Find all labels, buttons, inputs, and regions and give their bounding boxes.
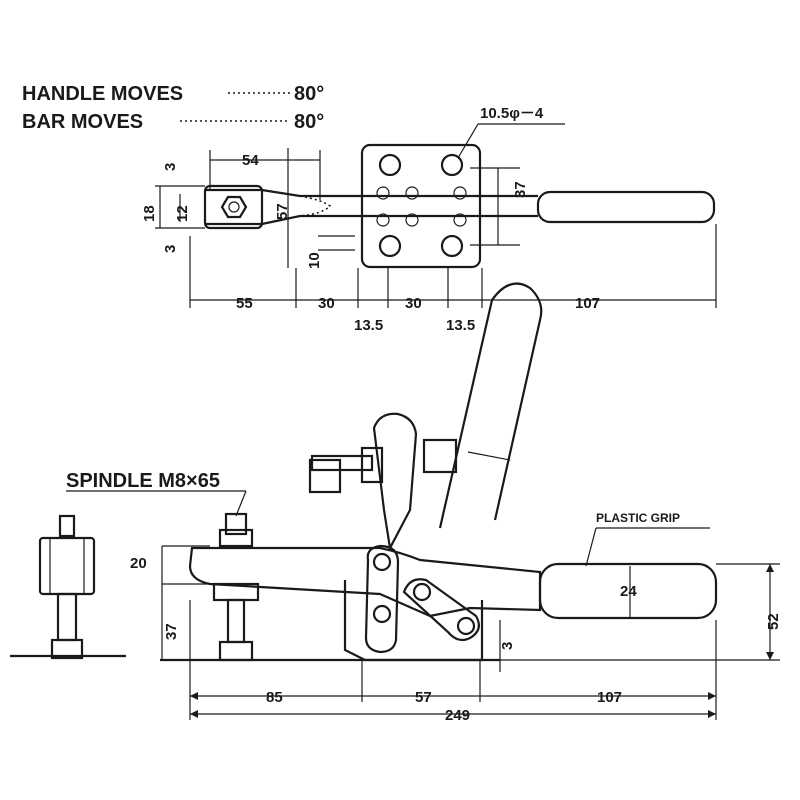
arrowhead <box>766 564 774 572</box>
clamp-arm <box>188 546 542 618</box>
raised-spindle <box>310 454 374 472</box>
dim-107-side: 107 <box>597 689 622 706</box>
spindle-end <box>228 201 240 213</box>
grip-edge <box>467 451 511 461</box>
mounting-hole <box>378 153 402 177</box>
dim-55: 55 <box>236 295 253 312</box>
dim-57: 57 <box>274 203 291 220</box>
raised-spindle-nut <box>308 458 342 494</box>
plastic-grip-label: PLASTIC GRIP <box>596 511 680 525</box>
plastic-grip <box>538 562 718 620</box>
spindle-top <box>224 512 248 536</box>
pivot-pin <box>412 582 432 602</box>
arrowhead <box>190 692 198 700</box>
arrowhead <box>766 652 774 660</box>
dim-85: 85 <box>266 689 283 706</box>
dim-107-plan: 107 <box>575 295 600 312</box>
detail-spindle-pad <box>50 638 84 660</box>
dim-3-bottom: 3 <box>162 245 179 253</box>
dim-18: 18 <box>141 205 158 222</box>
dim-30-right: 30 <box>405 295 422 312</box>
dim-37: 37 <box>512 181 529 198</box>
dim-10: 10 <box>306 252 323 269</box>
grip-leader <box>585 527 597 567</box>
dim-20: 20 <box>130 555 147 572</box>
arrowhead <box>708 692 716 700</box>
pivot-rivet <box>453 213 467 227</box>
pivot-pin <box>372 552 392 572</box>
spindle-shaft <box>226 598 246 644</box>
dim-249: 249 <box>445 707 470 724</box>
side-view: SPINDLE M8×65 PLASTIC GRIP 20 37 24 52 3… <box>66 282 782 724</box>
raised-handle <box>438 282 543 529</box>
spindle-leader <box>235 490 247 517</box>
pivot-pin <box>372 604 392 624</box>
base-plate <box>360 143 482 269</box>
pivot-rivet <box>453 186 467 200</box>
dim-3-top: 3 <box>162 163 179 171</box>
dim-52: 52 <box>765 613 782 630</box>
handle-link <box>402 578 481 642</box>
pivot-pin <box>456 616 476 636</box>
spindle-pad <box>218 640 254 662</box>
spindle-detail <box>10 514 126 660</box>
hole-callout-leader <box>457 123 479 159</box>
bar-moves-value: 80° <box>294 111 324 133</box>
handle-moves-value: 80° <box>294 83 324 105</box>
dim-57-side: 57 <box>415 689 432 706</box>
plan-grip <box>536 190 716 224</box>
bar-moves-label: BAR MOVES <box>22 111 143 133</box>
hex-nut <box>220 195 248 219</box>
handle-moves-label: HANDLE MOVES <box>22 83 183 105</box>
mounting-hole <box>440 234 464 258</box>
pivot-rivet <box>376 213 390 227</box>
detail-spindle-shaft <box>56 592 78 642</box>
raised-nut <box>422 438 458 474</box>
dim-13-5-left: 13.5 <box>354 317 383 334</box>
clamp-bar <box>205 188 538 226</box>
spindle-block <box>203 184 264 230</box>
raised-nut <box>360 446 384 484</box>
pivot-rivet <box>405 186 419 200</box>
hole-spec-label: 10.5φ－4 <box>480 105 544 122</box>
arrowhead <box>190 710 198 718</box>
motion-spec: HANDLE MOVES 80° BAR MOVES 80° <box>22 83 324 133</box>
arrowhead <box>708 710 716 718</box>
dim-12: 12 <box>174 205 191 222</box>
dim-3-side: 3 <box>499 642 516 650</box>
dim-30-left: 30 <box>318 295 335 312</box>
dim-37-side: 37 <box>163 623 180 640</box>
plan-view: 54 57 37 10 18 12 3 3 55 30 30 107 13.5 … <box>141 105 717 334</box>
dim-24: 24 <box>620 583 637 600</box>
dim-13-5-right: 13.5 <box>446 317 475 334</box>
spindle-nut-top <box>218 528 254 548</box>
mounting-hole <box>378 234 402 258</box>
pivot-rivet <box>376 186 390 200</box>
mounting-hole <box>440 153 464 177</box>
detail-spindle-body <box>38 536 96 596</box>
link-plate <box>364 544 400 654</box>
detail-spindle-top <box>58 514 76 538</box>
alt-position <box>299 195 332 217</box>
spindle-label: SPINDLE M8×65 <box>66 470 220 492</box>
raised-arm <box>372 412 418 552</box>
pivot-rivet <box>405 213 419 227</box>
dim-54: 54 <box>242 152 259 169</box>
